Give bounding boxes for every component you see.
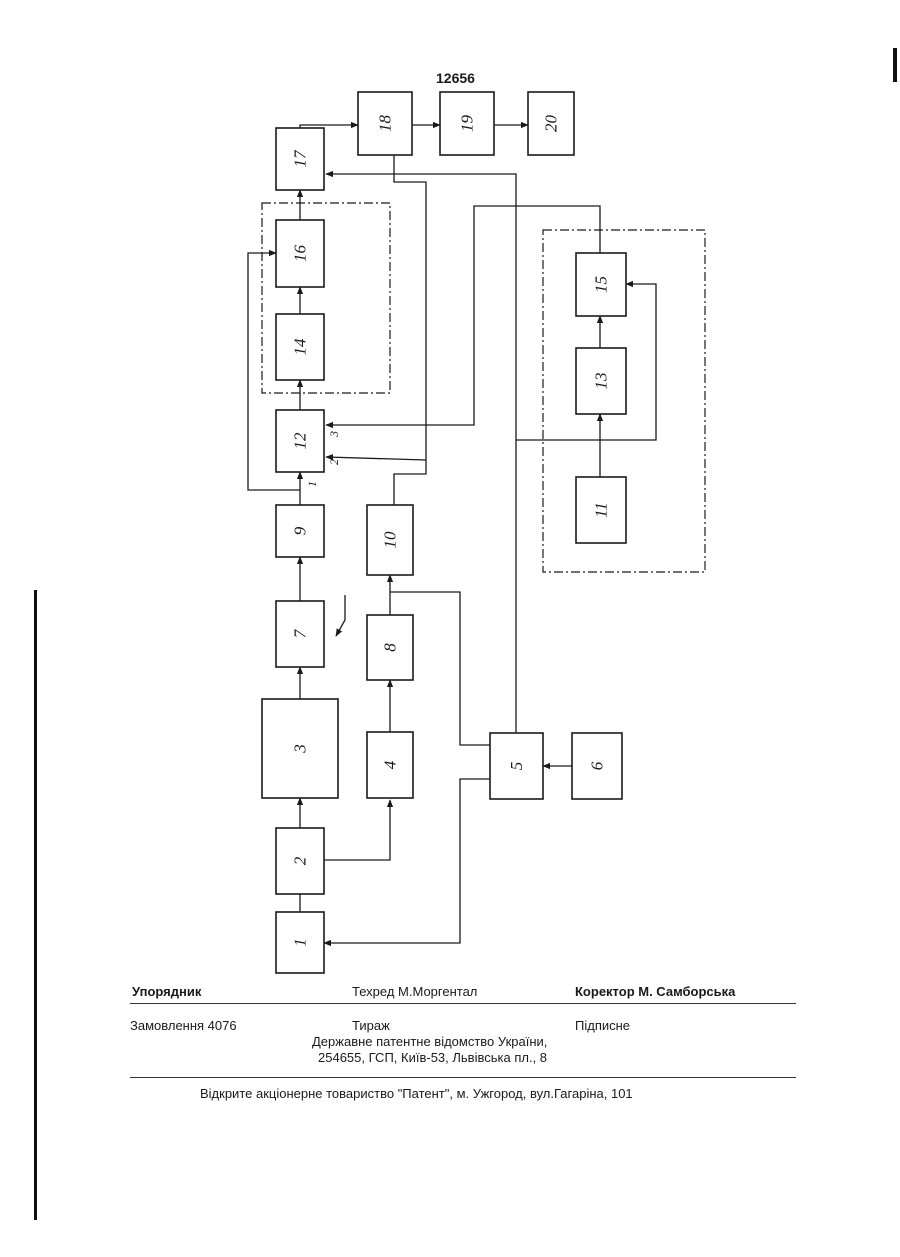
block-4: 4 bbox=[367, 732, 413, 798]
footer-corrector: Коректор М. Самборська bbox=[575, 984, 735, 999]
block-2: 2 bbox=[276, 828, 324, 894]
footer-rule-bottom bbox=[130, 1077, 796, 1078]
footer-compiler: Упорядник bbox=[132, 984, 201, 999]
block-15: 15 bbox=[576, 253, 626, 316]
block-18-label: 18 bbox=[376, 115, 395, 133]
block-16: 16 bbox=[276, 220, 324, 287]
block-diagram: 1234567891011121314151617181920 1 2 3 bbox=[0, 0, 900, 990]
footer-circulation: Тираж bbox=[352, 1018, 390, 1033]
block-13: 13 bbox=[576, 348, 626, 414]
block-20-label: 20 bbox=[542, 115, 561, 133]
block-3: 3 bbox=[262, 699, 338, 798]
block-9: 9 bbox=[276, 505, 324, 557]
footer-techred: Техред М.Моргентал bbox=[352, 984, 477, 999]
block-14: 14 bbox=[276, 314, 324, 380]
block-1-label: 1 bbox=[291, 938, 310, 947]
block-17-label: 17 bbox=[291, 149, 310, 168]
block-13-label: 13 bbox=[592, 373, 611, 390]
block-10-label: 10 bbox=[381, 531, 400, 549]
block-1: 1 bbox=[276, 912, 324, 973]
blocks-layer: 1234567891011121314151617181920 bbox=[262, 92, 626, 973]
block-5: 5 bbox=[490, 733, 543, 799]
block-6-label: 6 bbox=[588, 761, 607, 770]
block-4-label: 4 bbox=[381, 760, 400, 769]
port-label-3: 3 bbox=[327, 431, 341, 438]
block-12: 12 bbox=[276, 410, 324, 472]
footer-signed: Підписне bbox=[575, 1018, 630, 1033]
block-11-label: 11 bbox=[592, 502, 611, 518]
footer-office-line1: Державне патентне відомство України, bbox=[312, 1034, 547, 1049]
footer-publisher: Відкрите акціонерне товариство "Патент",… bbox=[200, 1086, 633, 1101]
block-17: 17 bbox=[276, 128, 324, 190]
block-14-label: 14 bbox=[291, 338, 310, 356]
block-10: 10 bbox=[367, 505, 413, 575]
block-8-label: 8 bbox=[381, 643, 400, 652]
block-19-label: 19 bbox=[458, 115, 477, 133]
block-5-label: 5 bbox=[507, 762, 526, 771]
footer-rule-top bbox=[130, 1003, 796, 1004]
block-20: 20 bbox=[528, 92, 574, 155]
block-7: 7 bbox=[276, 601, 324, 667]
footer-order: Замовлення 4076 bbox=[130, 1018, 237, 1033]
port-label-1: 1 bbox=[305, 481, 319, 487]
block-19: 19 bbox=[440, 92, 494, 155]
block-15-label: 15 bbox=[592, 276, 611, 293]
block-2-label: 2 bbox=[291, 856, 310, 865]
block-16-label: 16 bbox=[291, 245, 310, 263]
block-6: 6 bbox=[572, 733, 622, 799]
footer-office-line2: 254655, ГСП, Київ-53, Львівська пл., 8 bbox=[318, 1050, 547, 1065]
block-18: 18 bbox=[358, 92, 412, 155]
block-8: 8 bbox=[367, 615, 413, 680]
block-11: 11 bbox=[576, 477, 626, 543]
block-3-label: 3 bbox=[291, 744, 310, 754]
block-12-label: 12 bbox=[291, 432, 310, 450]
block-9-label: 9 bbox=[291, 526, 310, 535]
port-label-2: 2 bbox=[327, 459, 341, 465]
